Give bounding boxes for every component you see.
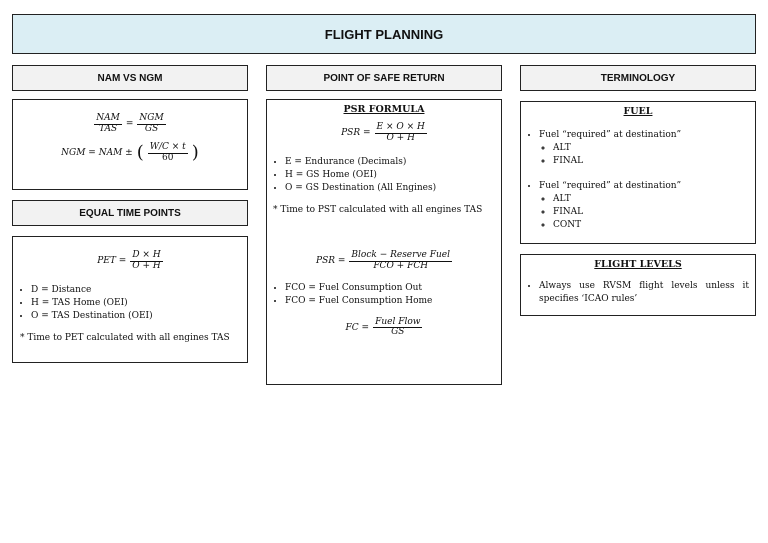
- psr-eq1-numerator: E × O × H: [374, 122, 427, 134]
- list-item: FINAL: [553, 155, 755, 168]
- pet-denominator: O + H: [132, 260, 161, 271]
- fc-fraction: Fuel Flow GS: [373, 316, 423, 339]
- psr-equation-1: PSR = E × O × H O + H: [267, 122, 501, 144]
- wc-label: W/C × t: [147, 141, 188, 154]
- tas-label: TAS: [98, 123, 118, 134]
- ngm-eq-lhs: NGM = NAM ±: [61, 148, 133, 159]
- ngm-gs-fraction: NGM GS: [137, 113, 166, 135]
- equal-time-header-label: EQUAL TIME POINTS: [79, 207, 181, 219]
- sixty-label: 60: [162, 152, 174, 163]
- fc-denominator: GS: [391, 327, 405, 338]
- terminology-header-label: TERMINOLOGY: [600, 72, 676, 84]
- fuel-title: FUEL: [623, 106, 653, 117]
- fuel-item-label: Fuel “required” at destination”: [539, 130, 682, 140]
- list-item: FCO = Fuel Consumption Home: [285, 295, 501, 308]
- list-item: Fuel “required” at destination” ALT FINA…: [539, 180, 755, 232]
- open-paren: (: [136, 142, 144, 164]
- pet-numerator: D × H: [130, 250, 163, 262]
- fc-definitions: FCO = Fuel Consumption Out FCO = Fuel Co…: [267, 282, 501, 308]
- psr-eq2-numerator: Block − Reserve Fuel: [349, 249, 452, 262]
- nam-ngm-equation: NAM TAS = NGM GS: [13, 113, 247, 135]
- list-item: Fuel “required” at destination” ALT FINA…: [539, 129, 755, 168]
- psr-definitions: E = Endurance (Decimals) H = GS Home (OE…: [267, 156, 501, 195]
- equals-sign: =: [125, 119, 134, 130]
- fuel-sublist: ALT FINAL: [539, 142, 755, 168]
- ngm-label: NGM: [137, 113, 166, 125]
- fuel-panel: FUEL Fuel “required” at destination” ALT…: [520, 101, 756, 244]
- flight-levels-title: FLIGHT LEVELS: [594, 259, 682, 270]
- list-item: E = Endurance (Decimals): [285, 156, 501, 169]
- flight-levels-panel: FLIGHT LEVELS Always use RVSM flight lev…: [520, 254, 756, 316]
- psr-eq2-denominator: FCO + FCH: [373, 260, 429, 271]
- psr-eq1-fraction: E × O × H O + H: [374, 122, 427, 144]
- nam-tas-fraction: NAM TAS: [94, 113, 122, 135]
- list-item: Always use RVSM flight levels unless it …: [539, 280, 749, 306]
- psr-formula-title: PSR FORMULA: [343, 104, 425, 115]
- list-item: ALT: [553, 142, 755, 155]
- pet-eq-lhs: PET =: [97, 256, 127, 267]
- pet-equation: PET = D × H O + H: [13, 250, 247, 272]
- psr-eq1-lhs: PSR =: [341, 128, 371, 139]
- psr-eq2-lhs: PSR =: [316, 256, 346, 267]
- gs-label: GS: [144, 123, 159, 134]
- psr-note: * Time to PST calculated with all engine…: [273, 204, 483, 215]
- psr-eq2-fraction: Block − Reserve Fuel FCO + FCH: [349, 249, 452, 272]
- ngm-equation: NGM = NAM ± ( W/C × t 60 ): [13, 141, 247, 164]
- fuel-list: Fuel “required” at destination” ALT FINA…: [521, 129, 755, 232]
- pet-fraction: D × H O + H: [130, 250, 163, 272]
- nam-ngm-panel: NAM TAS = NGM GS NGM = NAM ± ( W/C × t 6…: [12, 99, 248, 190]
- fc-eq-lhs: FC =: [345, 322, 370, 333]
- psr-header-label: POINT OF SAFE RETURN: [323, 72, 445, 84]
- list-item: O = GS Destination (All Engines): [285, 182, 501, 195]
- list-item: H = TAS Home (OEI): [31, 297, 247, 310]
- nam-ngm-header: NAM VS NGM: [12, 65, 248, 91]
- fuel-item-label: Fuel “required” at destination”: [539, 181, 682, 191]
- list-item: D = Distance: [31, 284, 247, 297]
- equal-time-panel: PET = D × H O + H D = Distance H = TAS H…: [12, 236, 248, 363]
- list-item: O = TAS Destination (OEI): [31, 310, 247, 323]
- pet-note: * Time to PET calculated with all engine…: [20, 332, 230, 343]
- psr-eq1-denominator: O + H: [386, 132, 415, 143]
- terminology-header: TERMINOLOGY: [520, 65, 756, 91]
- nam-ngm-header-label: NAM VS NGM: [97, 72, 163, 84]
- list-item: FCO = Fuel Consumption Out: [285, 282, 501, 295]
- fuel-sublist: ALT FINAL CONT: [539, 193, 755, 232]
- equal-time-header: EQUAL TIME POINTS: [12, 200, 248, 226]
- psr-equation-2: PSR = Block − Reserve Fuel FCO + FCH: [267, 249, 501, 272]
- wc-fraction: W/C × t 60: [147, 141, 188, 164]
- fc-equation: FC = Fuel Flow GS: [267, 316, 501, 339]
- list-item: ALT: [553, 193, 755, 206]
- page-title: FLIGHT PLANNING: [324, 26, 444, 42]
- psr-header: POINT OF SAFE RETURN: [266, 65, 502, 91]
- nam-label: NAM: [94, 113, 122, 125]
- close-paren: ): [191, 142, 199, 164]
- psr-panel: PSR FORMULA PSR = E × O × H O + H E = En…: [266, 99, 502, 385]
- list-item: H = GS Home (OEI): [285, 169, 501, 182]
- page-title-box: FLIGHT PLANNING: [12, 14, 756, 54]
- fc-numerator: Fuel Flow: [373, 316, 423, 329]
- list-item: CONT: [553, 219, 755, 232]
- list-item: FINAL: [553, 206, 755, 219]
- pet-definitions: D = Distance H = TAS Home (OEI) O = TAS …: [13, 284, 247, 323]
- flight-levels-list: Always use RVSM flight levels unless it …: [521, 280, 755, 306]
